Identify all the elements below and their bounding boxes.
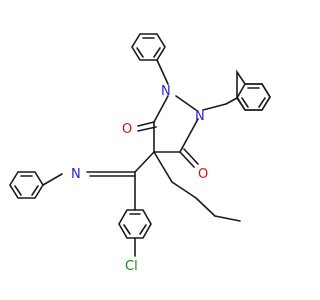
structure-svg: N N O O N Cl <box>9 33 271 274</box>
atom-label-n1: N <box>161 84 171 99</box>
atom-label-n2: N <box>195 109 205 124</box>
chlorophenyl-ring <box>118 209 152 239</box>
phenyl-ring-n2 <box>236 69 271 111</box>
atom-label-o-right: O <box>198 167 208 182</box>
phenyl-ring-imine <box>9 171 44 199</box>
atom-label-n-imine: N <box>71 167 81 182</box>
phenyl-ring-n1 <box>131 33 166 61</box>
molecule-structure-diagram: N N O O N Cl <box>9 33 271 274</box>
atom-label-o-left: O <box>122 122 132 137</box>
core-bonds <box>42 59 241 257</box>
atom-label-cl: Cl <box>125 259 138 274</box>
